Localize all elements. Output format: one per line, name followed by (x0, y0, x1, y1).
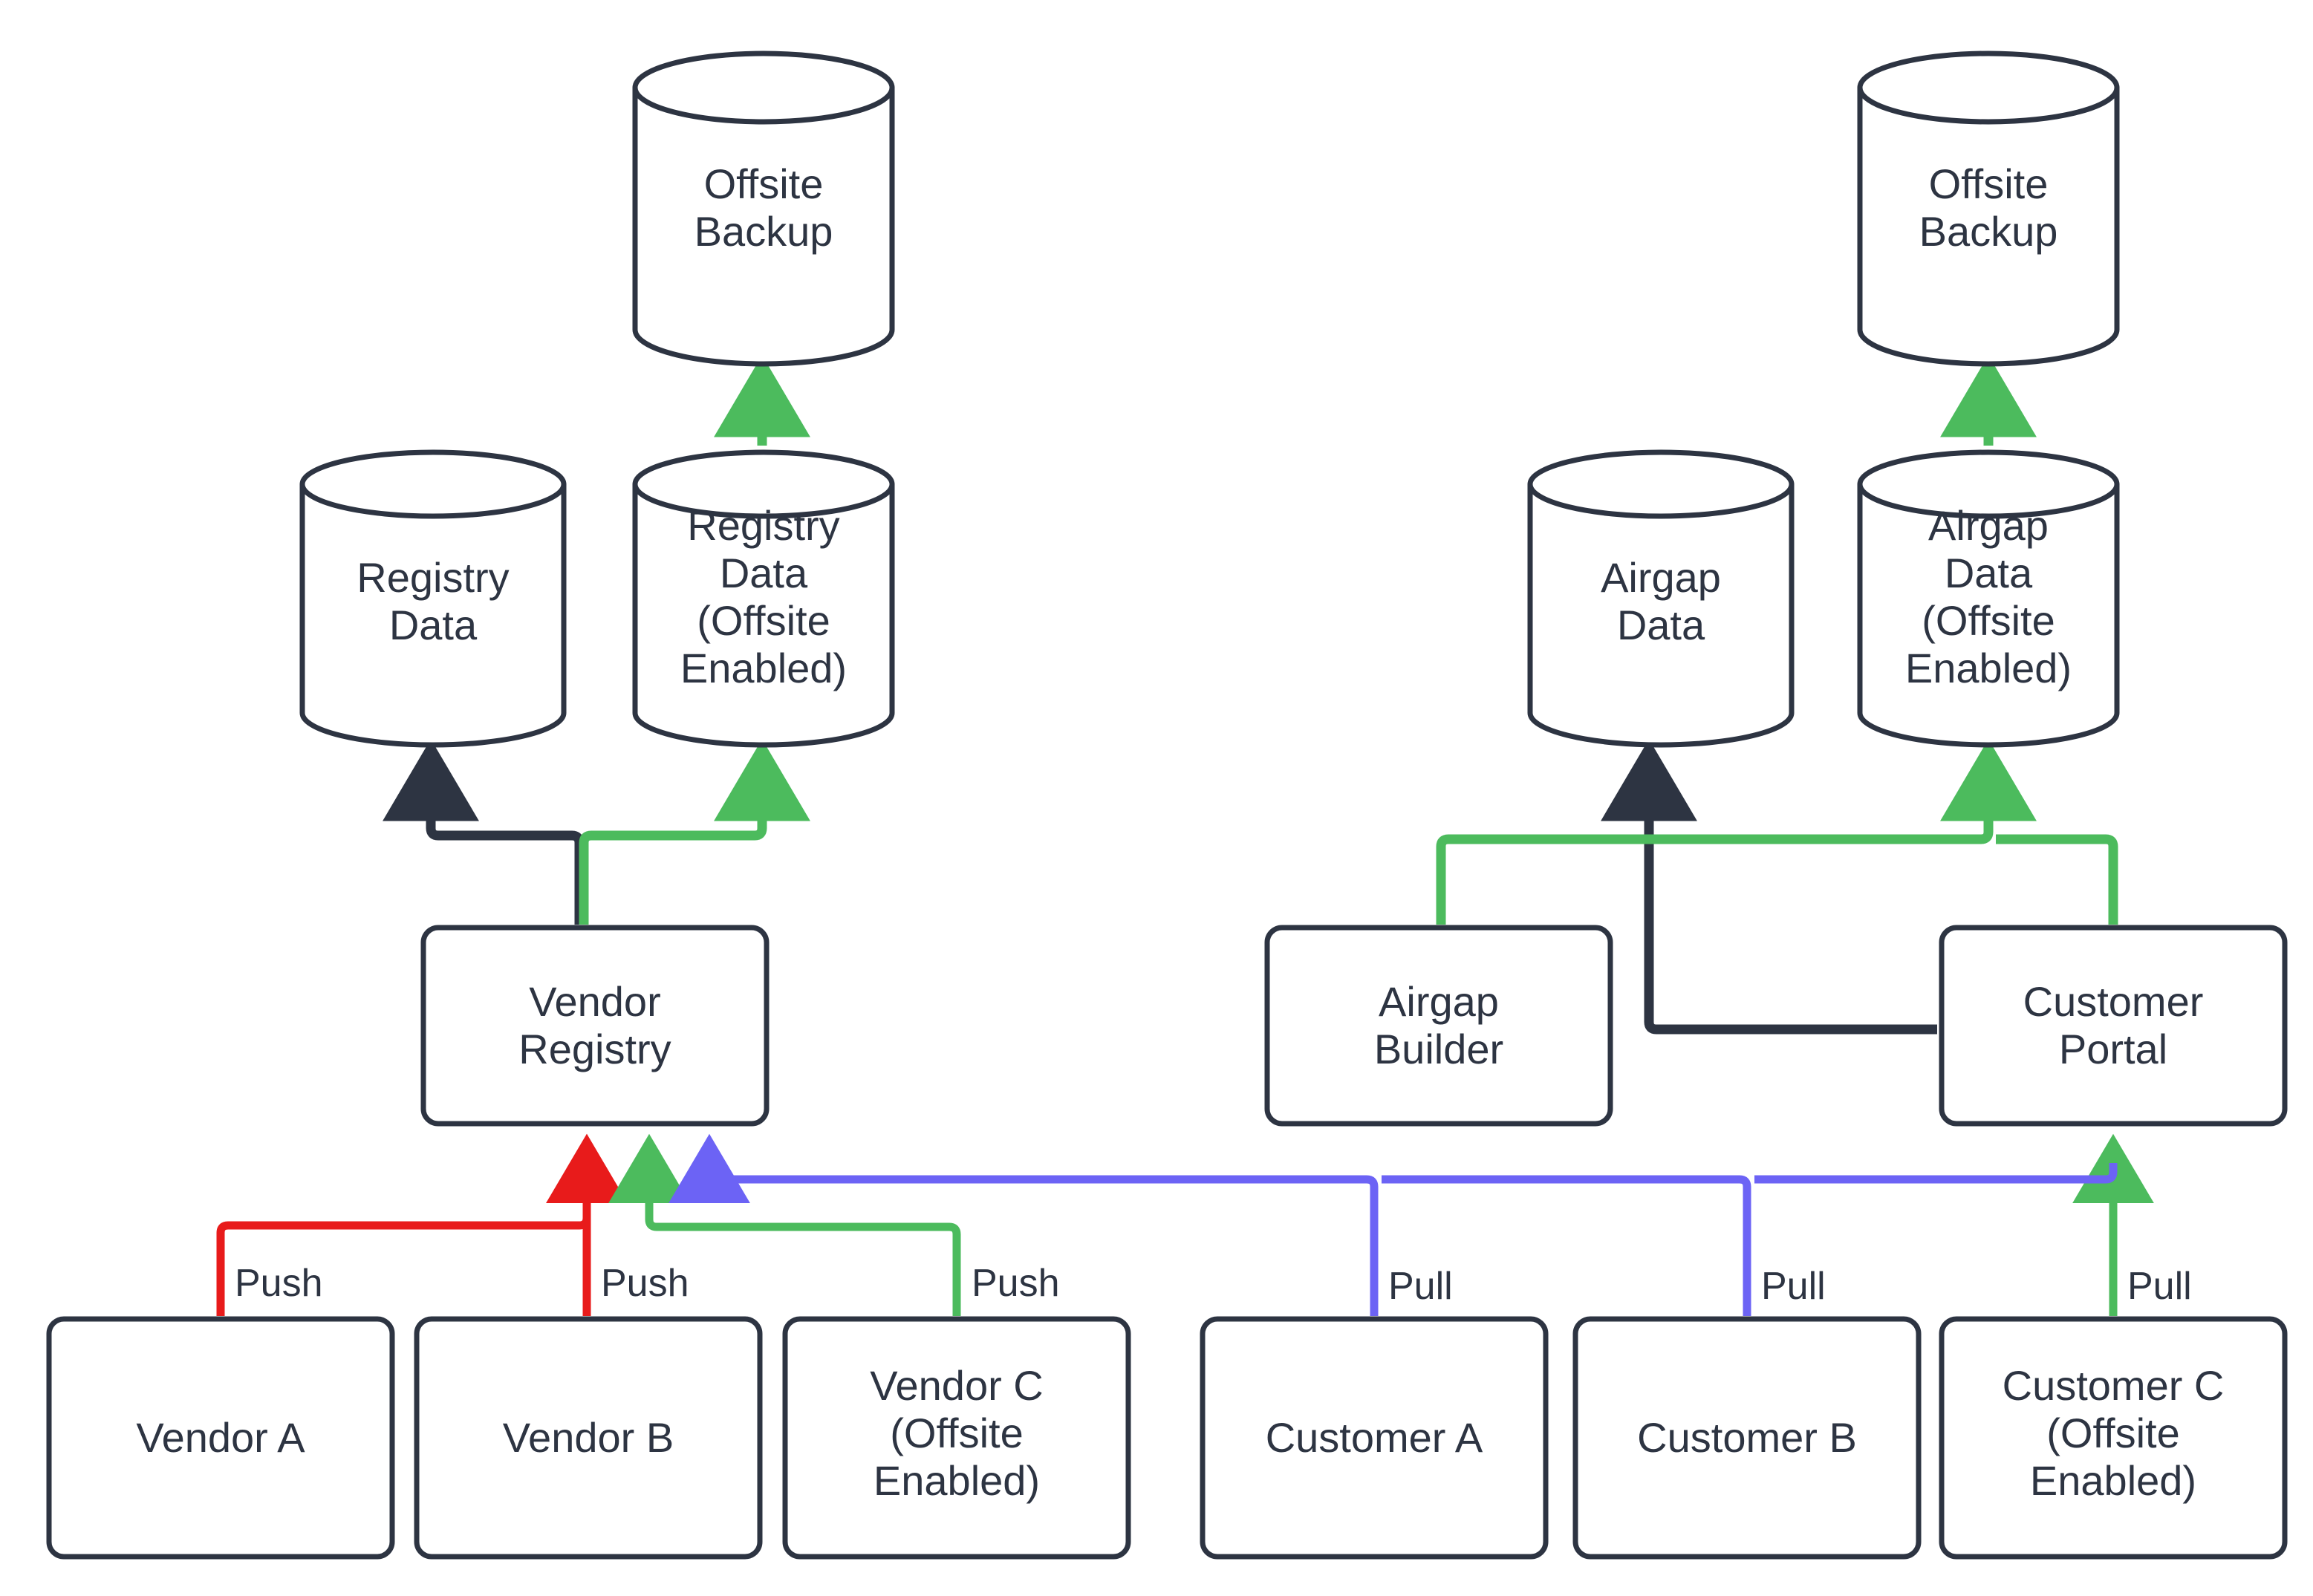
edge-customer-b-pull (1382, 1175, 1751, 1316)
node-airgap-data-offsite[interactable] (1860, 452, 2117, 745)
edge-customer-portal-to-airgap-data-offsite (1996, 834, 2118, 925)
node-airgap-builder-shape (1264, 925, 1613, 1127)
node-vendor-c-shape (782, 1316, 1131, 1560)
node-vendor-a[interactable] (49, 1319, 392, 1557)
edge-customer-portal-to-airgap-data (1601, 739, 1937, 1035)
node-customer-c-shape (1939, 1316, 2288, 1560)
node-offsite-backup-left[interactable] (635, 53, 892, 364)
edge-label-push-c: Push (966, 1263, 1066, 1304)
edge-vendor-c-push (608, 1133, 961, 1316)
node-offsite-backup-left (632, 51, 895, 367)
node-registry-data-offsite[interactable] (635, 452, 892, 745)
edge-vendor-registry-to-registry-data (383, 739, 585, 925)
edge-label-pull-a: Pull (1382, 1266, 1459, 1307)
edge-customer-a-pull (668, 1133, 1379, 1316)
edge-label-pull-c: Pull (2121, 1266, 2198, 1307)
node-airgap-data (1527, 449, 1795, 748)
node-airgap-data-offsite (1857, 449, 2120, 748)
node-registry-data (299, 449, 567, 748)
edge-label-pull-b: Pull (1755, 1266, 1832, 1307)
edge-vendor-registry-to-registry-data-offsite (579, 739, 810, 925)
edge-pull-bus (1754, 1163, 2118, 1184)
node-customer-b[interactable] (1575, 1319, 1919, 1557)
node-offsite-backup-right (1857, 51, 2120, 367)
node-vendor-b[interactable] (417, 1319, 760, 1557)
node-customer-a[interactable] (1203, 1319, 1546, 1557)
node-registry-data[interactable] (302, 452, 564, 745)
node-vendor-a-shape (46, 1316, 395, 1560)
node-vendor-b-shape (414, 1316, 763, 1560)
node-customer-b-shape (1572, 1316, 1922, 1560)
node-customer-portal[interactable] (1942, 928, 2285, 1124)
edge-airgap-builder-to-airgap-data-offsite (1436, 739, 2037, 925)
node-airgap-builder[interactable] (1267, 928, 1610, 1124)
node-airgap-data[interactable] (1530, 452, 1792, 745)
node-offsite-backup-right[interactable] (1860, 53, 2117, 364)
node-customer-portal-shape (1939, 925, 2288, 1127)
node-customer-c[interactable] (1942, 1319, 2285, 1557)
edge-label-push-b: Push (595, 1263, 695, 1304)
node-vendor-registry[interactable] (423, 928, 767, 1124)
edge-label-push-a: Push (229, 1263, 329, 1304)
node-vendor-registry-shape (420, 925, 770, 1127)
node-customer-a-shape (1200, 1316, 1549, 1560)
node-vendor-c[interactable] (785, 1319, 1128, 1557)
node-registry-data-offsite (632, 449, 895, 748)
